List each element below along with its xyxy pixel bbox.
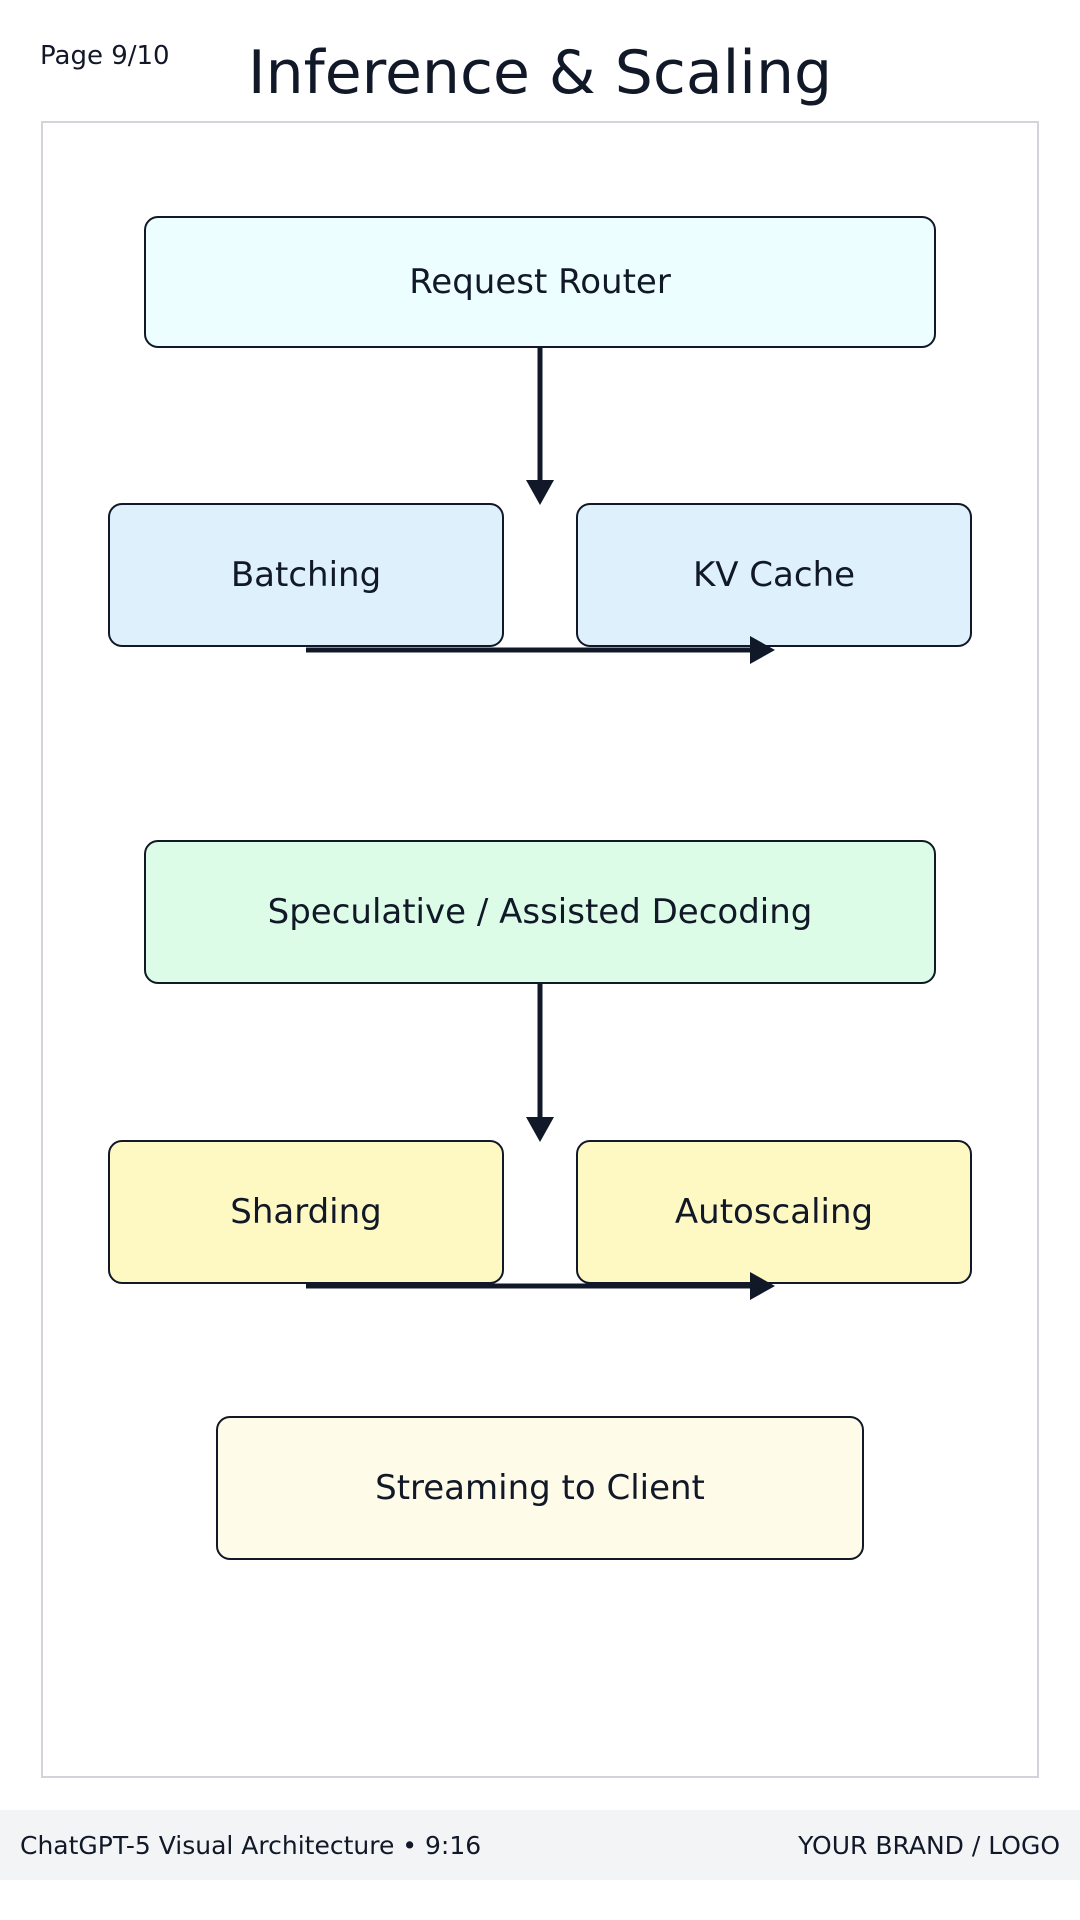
speculative-decoding-node: Speculative / Assisted Decoding bbox=[144, 840, 936, 984]
page-indicator: Page 9/10 bbox=[40, 41, 170, 71]
sharding-label: Sharding bbox=[230, 1192, 382, 1232]
diagram-frame bbox=[41, 121, 1039, 1778]
batching-label: Batching bbox=[230, 555, 382, 595]
request-router-label: Request Router bbox=[409, 262, 671, 302]
autoscaling-label: Autoscaling bbox=[674, 1192, 874, 1232]
streaming-to-client-node: Streaming to Client bbox=[216, 1416, 864, 1560]
brand-logo-placeholder: YOUR BRAND / LOGO bbox=[798, 1831, 1060, 1860]
kv-cache-label: KV Cache bbox=[692, 555, 856, 595]
kv-cache-node: KV Cache bbox=[576, 503, 972, 647]
autoscaling-node: Autoscaling bbox=[576, 1140, 972, 1284]
footer-bar: ChatGPT-5 Visual Architecture • 9:16 YOU… bbox=[0, 1810, 1080, 1880]
request-router-node: Request Router bbox=[144, 216, 936, 348]
footer-caption: ChatGPT-5 Visual Architecture • 9:16 bbox=[20, 1831, 482, 1860]
batching-node: Batching bbox=[108, 503, 504, 647]
streaming-to-client-label: Streaming to Client bbox=[375, 1468, 705, 1508]
speculative-decoding-label: Speculative / Assisted Decoding bbox=[267, 892, 813, 932]
page-title: Inference & Scaling bbox=[247, 38, 833, 108]
sharding-node: Sharding bbox=[108, 1140, 504, 1284]
